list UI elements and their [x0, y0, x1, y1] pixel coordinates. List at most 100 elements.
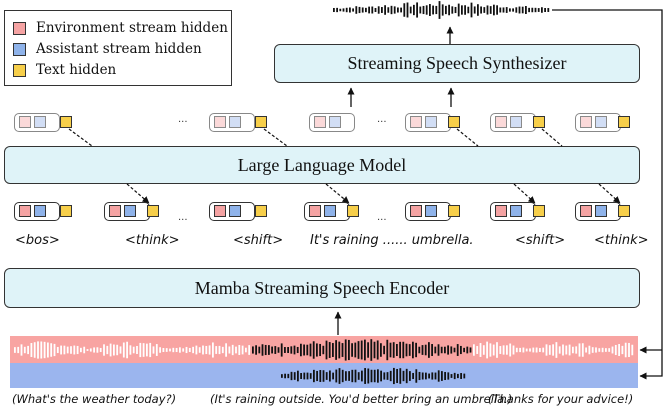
waveform-bar — [333, 7, 335, 13]
waveform-bar — [618, 344, 620, 356]
waveform-bar — [33, 342, 36, 358]
waveform-bar — [555, 342, 558, 358]
env-hidden-square — [580, 116, 592, 128]
input-hidden-group — [14, 202, 60, 221]
waveform-bar — [329, 370, 331, 382]
waveform-bar — [348, 339, 350, 361]
waveform-bar — [271, 346, 273, 354]
waveform-bar — [63, 345, 66, 355]
waveform-bar — [541, 7, 543, 13]
waveform-bar — [195, 345, 198, 355]
waveform-bar — [416, 2, 418, 18]
waveform-bar — [27, 345, 29, 355]
waveform-bar — [235, 346, 237, 354]
caption-user-question: (What's the weather today?) — [12, 392, 177, 406]
waveform-bar — [290, 346, 293, 354]
waveform-bar — [545, 344, 548, 356]
waveform-bar — [624, 342, 627, 358]
ellipsis: ... — [178, 114, 188, 125]
text-hidden-square — [618, 116, 630, 128]
waveform-bar — [512, 8, 514, 12]
waveform-bar — [406, 2, 409, 18]
waveform-bar — [40, 341, 43, 359]
text-hidden-square — [255, 116, 267, 128]
waveform-bar — [126, 341, 128, 359]
asst-hidden-square — [510, 116, 522, 128]
waveform-bar — [370, 369, 373, 383]
waveform-bar — [521, 6, 524, 14]
waveform-bar — [342, 8, 345, 12]
input-hidden-group — [575, 202, 621, 221]
waveform-bar — [258, 346, 261, 354]
waveform-bar — [354, 342, 357, 358]
text-hidden-square — [255, 205, 267, 217]
waveform-bar — [380, 343, 382, 357]
output-hidden-group — [14, 113, 60, 132]
waveform-bar — [515, 347, 518, 353]
waveform-bar — [53, 343, 56, 357]
waveform-bar — [434, 346, 437, 354]
dashed-connector — [263, 128, 288, 147]
waveform-bar — [30, 343, 33, 357]
waveform-bar — [335, 340, 337, 360]
waveform-bar — [441, 4, 444, 16]
waveform-bar — [367, 368, 370, 384]
waveform-bar — [441, 371, 443, 381]
waveform-bar — [319, 343, 321, 357]
waveform-bar — [248, 345, 251, 355]
waveform-bar — [477, 4, 479, 16]
waveform-bar — [377, 6, 380, 14]
waveform-bar — [399, 341, 401, 359]
waveform-bar — [325, 372, 328, 380]
waveform-bar — [460, 373, 462, 379]
waveform-bar — [532, 347, 535, 353]
input-hidden-group — [304, 202, 350, 221]
waveform-bar — [208, 345, 211, 355]
waveform-bar — [287, 373, 290, 379]
waveform-bar — [381, 7, 383, 13]
waveform-bar — [460, 345, 462, 355]
waveform-bar — [312, 341, 315, 359]
waveform-bar — [309, 343, 312, 357]
waveform-bar — [415, 342, 417, 358]
waveform-bar — [512, 345, 515, 355]
waveform-bar — [412, 372, 414, 380]
waveform-bar — [152, 346, 155, 354]
waveform-bar — [361, 7, 364, 13]
legend-label: Assistant stream hidden — [36, 41, 202, 57]
waveform-bar — [113, 344, 115, 356]
waveform-bar — [373, 341, 376, 359]
waveform-bar — [162, 347, 165, 353]
waveform-bar — [518, 6, 521, 14]
waveform-bar — [509, 8, 511, 12]
waveform-bar — [464, 5, 466, 15]
waveform-bar — [56, 346, 59, 354]
waveform-bar — [328, 342, 331, 358]
waveform-bar — [336, 7, 338, 13]
waveform-bar — [380, 370, 382, 382]
text-hidden-square — [618, 205, 630, 217]
waveform-bar — [450, 346, 453, 354]
waveform-bar — [325, 340, 328, 360]
dashed-arrow — [598, 183, 621, 204]
waveform-bar — [322, 345, 325, 355]
waveform-bar — [281, 374, 283, 378]
waveform-bar — [96, 347, 99, 353]
dashed-connector — [541, 128, 563, 147]
waveform-bar — [345, 7, 348, 13]
waveform-bar — [221, 346, 224, 354]
waveform-bar — [70, 346, 72, 354]
encoder-label: Mamba Streaming Speech Encoder — [194, 277, 450, 298]
waveform-bar — [588, 345, 591, 355]
waveform-bar — [529, 348, 531, 352]
waveform-bar — [386, 339, 389, 361]
waveform-bar — [360, 340, 363, 360]
text-hidden-square — [448, 116, 460, 128]
waveform-bar — [349, 7, 351, 13]
waveform-bar — [106, 345, 109, 355]
output-hidden-group — [309, 113, 355, 132]
waveform-bar — [585, 347, 587, 353]
waveform-bar — [473, 6, 476, 14]
text-hidden-square — [533, 116, 545, 128]
input-hidden-group — [405, 202, 451, 221]
